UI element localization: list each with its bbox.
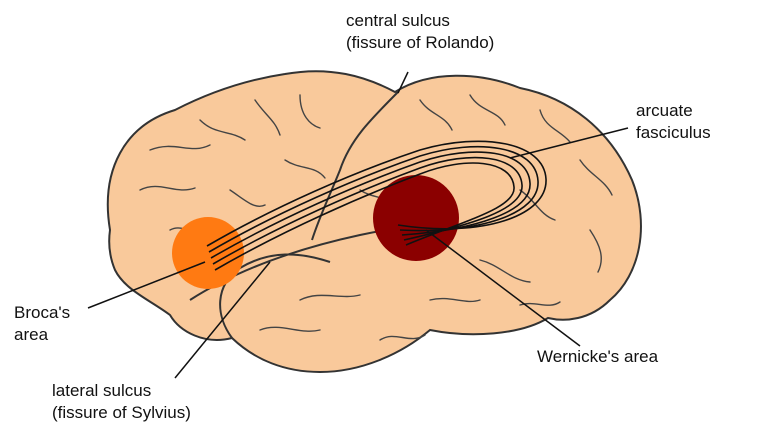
central-sulcus-label: central sulcus (fissure of Rolando) <box>346 10 494 54</box>
lateral-sulcus-label: lateral sulcus (fissure of Sylvius) <box>52 380 191 424</box>
brocas-area-label-line1: Broca's <box>14 302 70 324</box>
arcuate-fasciculus-label: arcuate fasciculus <box>636 100 711 144</box>
arcuate-fasciculus-label-line1: arcuate <box>636 100 711 122</box>
brocas-area-label: Broca's area <box>14 302 70 346</box>
central-sulcus-label-line1: central sulcus <box>346 10 494 32</box>
lateral-sulcus-label-line2: (fissure of Sylvius) <box>52 402 191 424</box>
lateral-sulcus-label-line1: lateral sulcus <box>52 380 191 402</box>
central-sulcus-label-line2: (fissure of Rolando) <box>346 32 494 54</box>
wernickes-area-label-line1: Wernicke's area <box>537 346 658 368</box>
wernickes-area-label: Wernicke's area <box>537 346 658 368</box>
brocas-area-label-line2: area <box>14 324 70 346</box>
arcuate-fasciculus-label-line2: fasciculus <box>636 122 711 144</box>
